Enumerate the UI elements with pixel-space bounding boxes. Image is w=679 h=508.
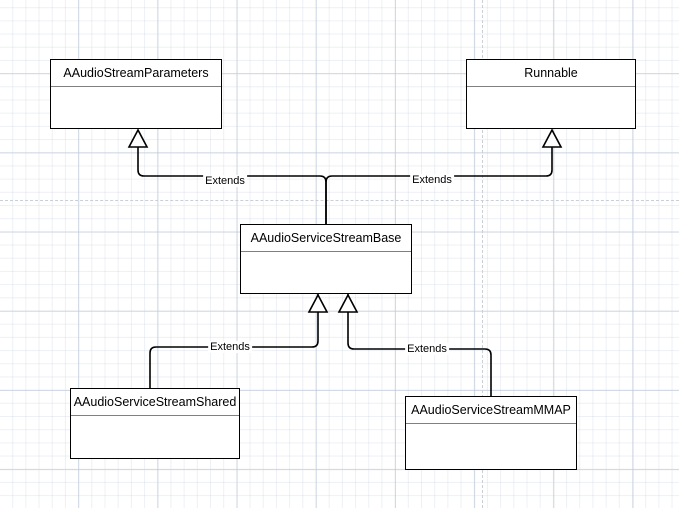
class-name-aaudio-stream-parameters: AAudioStreamParameters (51, 60, 221, 87)
edge-label-mmap-extends-base: Extends (405, 343, 449, 355)
class-box-aaudio-service-stream-base[interactable]: AAudioServiceStreamBase (240, 224, 412, 294)
class-name-aaudio-service-stream-shared: AAudioServiceStreamShared (71, 389, 239, 416)
class-body-aaudio-service-stream-mmap (406, 424, 576, 469)
class-box-aaudio-service-stream-mmap[interactable]: AAudioServiceStreamMMAP (405, 396, 577, 470)
class-body-aaudio-service-stream-shared (71, 416, 239, 458)
class-box-aaudio-stream-parameters[interactable]: AAudioStreamParameters (50, 59, 222, 129)
class-box-aaudio-service-stream-shared[interactable]: AAudioServiceStreamShared (70, 388, 240, 459)
class-body-runnable (467, 87, 635, 128)
class-body-aaudio-stream-parameters (51, 87, 221, 128)
inheritance-arrowhead-base-right (337, 293, 359, 313)
inheritance-arrowhead-base-left (307, 293, 329, 313)
inheritance-arrowhead-runnable (541, 128, 563, 148)
page-break-guide-vertical (482, 0, 483, 508)
page-break-guide-horizontal (0, 200, 679, 201)
inheritance-arrowhead-parameters (127, 128, 149, 148)
edge-label-base-extends-runnable: Extends (410, 174, 454, 186)
class-name-aaudio-service-stream-mmap: AAudioServiceStreamMMAP (406, 397, 576, 424)
class-name-runnable: Runnable (467, 60, 635, 87)
class-name-aaudio-service-stream-base: AAudioServiceStreamBase (241, 225, 411, 252)
edge-label-base-extends-parameters: Extends (203, 175, 247, 187)
class-box-runnable[interactable]: Runnable (466, 59, 636, 129)
class-body-aaudio-service-stream-base (241, 252, 411, 293)
edge-label-shared-extends-base: Extends (208, 341, 252, 353)
